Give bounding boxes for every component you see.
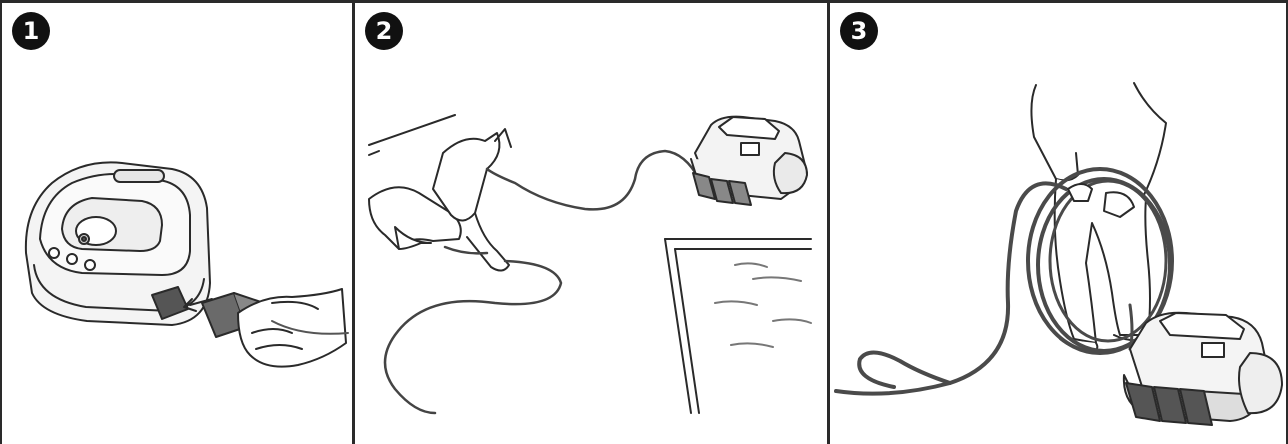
- step-panel-3: 3: [830, 3, 1286, 444]
- cable-coil-robot-icon: [830, 3, 1286, 444]
- step-panel-2: 2: [355, 3, 827, 444]
- power-supply-plug-icon: [2, 3, 352, 444]
- step-panel-1: 1: [2, 3, 352, 444]
- cable-untangle-icon: [355, 3, 827, 444]
